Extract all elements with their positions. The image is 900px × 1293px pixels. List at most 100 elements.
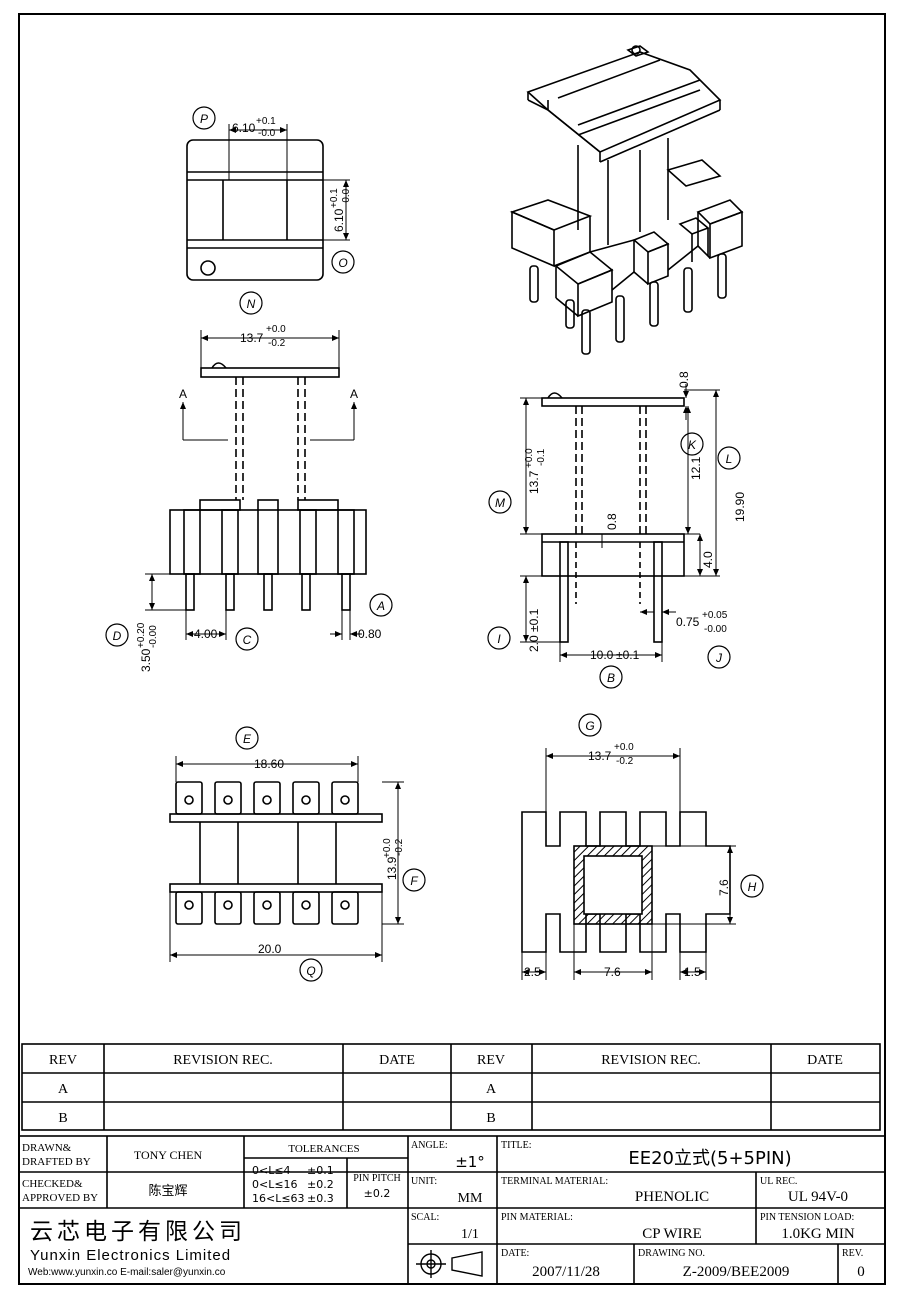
rev-label: REV. [842, 1248, 863, 1259]
checked-label: CHECKED& [22, 1178, 83, 1190]
section-mark-right: A [350, 387, 358, 401]
rev-header-2: REV [477, 1053, 505, 1068]
label-n: N [247, 297, 256, 311]
dim-plan-width: 13.7 [588, 749, 612, 763]
angle-value: ±1° [455, 1153, 485, 1171]
label-d: D [113, 629, 122, 643]
ul-rec-value: UL 94V-0 [788, 1189, 848, 1205]
dim-front-width-tol-dn: -0.2 [268, 338, 286, 349]
dim-base-height: 4.0 [701, 551, 715, 568]
tol-range-2: 0<L≤16 [252, 1178, 298, 1191]
dim-top-width-tol-up: +0.1 [256, 116, 276, 127]
dim-row-pitch-tol: ±0.1 [616, 648, 640, 662]
angle-label: ANGLE: [411, 1140, 448, 1151]
drafted-label: DRAFTED BY [22, 1156, 91, 1168]
label-f: F [410, 874, 418, 888]
rev-header-1: REV [49, 1053, 77, 1068]
dim-core-height: 7.6 [717, 879, 731, 896]
drawn-by-value: TONY CHEN [134, 1148, 203, 1162]
checked-by-value: 陈宝辉 [148, 1183, 187, 1199]
label-g: G [585, 719, 594, 733]
dim-front-width: 13.7 [240, 331, 264, 345]
label-o: O [338, 256, 347, 270]
dim-top-height-tol-up: +0.1 [329, 188, 340, 208]
approved-label: APPROVED BY [22, 1192, 98, 1204]
bottom-view [169, 726, 426, 982]
dim-inner-height: 12.1 [689, 456, 703, 480]
pin-material-value: CP WIRE [642, 1226, 702, 1242]
dim-wall: 0.8 [605, 513, 619, 530]
dim-pin-stub: 2.0 [527, 635, 541, 652]
label-j: J [715, 651, 723, 665]
drawing-no-label: DRAWING NO. [638, 1248, 705, 1259]
pin-pitch-value: ±0.2 [364, 1187, 391, 1200]
dim-front-width-tol-up: +0.0 [266, 324, 286, 335]
scale-value: 1/1 [461, 1227, 479, 1242]
dim-bottom-depth: 13.9 [385, 856, 399, 880]
tol-value-1: ±0.1 [307, 1164, 334, 1177]
pin-material-label: PIN MATERIAL: [501, 1212, 573, 1223]
unit-label: UNIT: [411, 1176, 437, 1187]
rev-row-a-1: A [58, 1082, 69, 1097]
dim-total-height: 19.90 [733, 492, 747, 522]
ul-rec-label: UL REC. [760, 1176, 797, 1187]
dim-plan-width-tol-dn: -0.2 [616, 756, 634, 767]
plan-view [521, 713, 764, 980]
title-label: TITLE: [501, 1140, 532, 1151]
label-c: C [243, 633, 252, 647]
company-name-en: Yunxin Electronics Limited [30, 1247, 231, 1264]
title-block [18, 1135, 886, 1285]
dim-pin-length: 3.50 [139, 648, 153, 672]
dim-row-pitch: 10.0 [590, 648, 614, 662]
label-b: B [607, 671, 615, 685]
section-mark-left: A [179, 387, 187, 401]
top-view [186, 106, 355, 281]
label-k: K [688, 438, 697, 452]
label-h: H [748, 880, 757, 894]
revision-table [21, 1043, 881, 1131]
pin-pitch-label: PIN PITCH [353, 1173, 401, 1184]
revision-rec-header-1: REVISION REC. [173, 1053, 273, 1068]
unit-value: MM [458, 1191, 483, 1206]
label-a: A [376, 599, 385, 613]
dim-top-width-tol-dn: -0.0 [258, 128, 276, 139]
dim-core-width: 7.6 [604, 965, 621, 979]
dim-winding-height: 13.7 [527, 470, 541, 494]
drawing-title: EE20立式(5+5PIN) [628, 1148, 791, 1169]
tol-range-1: 0<L≤4 [252, 1164, 291, 1177]
company-name-cn: 云芯电子有限公司 [30, 1219, 246, 1245]
dim-pin-width: 0.80 [358, 627, 382, 641]
dim-plan-right: 1.5 [684, 965, 701, 979]
dim-top-thickness: 0.8 [677, 371, 691, 388]
revision-rec-header-2: REVISION REC. [601, 1053, 701, 1068]
dim-top-height-tol-dn: -0.0 [341, 188, 352, 206]
date-label: DATE: [501, 1248, 529, 1259]
date-header-2: DATE [807, 1053, 843, 1068]
drawn-label: DRAWN& [22, 1142, 72, 1154]
date-value: 2007/11/28 [532, 1264, 600, 1280]
label-l: L [726, 452, 733, 466]
dim-bottom-depth-tol-up: +0.0 [382, 838, 393, 858]
front-view [105, 291, 393, 651]
dim-plan-left: 2.5 [524, 965, 541, 979]
rev-row-b-1: B [58, 1111, 67, 1126]
dim-pin-length-tol-up: +0.20 [136, 622, 147, 648]
side-view [487, 384, 741, 689]
dim-pin-diameter-tol-dn: -0.00 [704, 624, 727, 635]
label-m: M [495, 496, 505, 510]
rev-value: 0 [857, 1264, 865, 1280]
tol-range-3: 16<L≤63 [252, 1192, 305, 1205]
dim-winding-height-tol-dn: -0.1 [536, 448, 547, 466]
pin-tension-label: PIN TENSION LOAD: [760, 1212, 854, 1223]
tolerances-label: TOLERANCES [288, 1143, 359, 1155]
date-header-1: DATE [379, 1053, 415, 1068]
dim-top-height: 6.10 [332, 208, 346, 232]
dim-bottom-base-width: 20.0 [258, 942, 282, 956]
dim-pin-stub-tol: ±0.1 [527, 608, 541, 632]
tol-value-2: ±0.2 [307, 1178, 334, 1191]
isometric-view [509, 45, 744, 355]
dim-pin-diameter: 0.75 [676, 615, 700, 629]
rev-row-a-2: A [486, 1082, 497, 1097]
company-contact: Web:www.yunxin.co E-mail:saler@yunxin.co [28, 1267, 226, 1278]
